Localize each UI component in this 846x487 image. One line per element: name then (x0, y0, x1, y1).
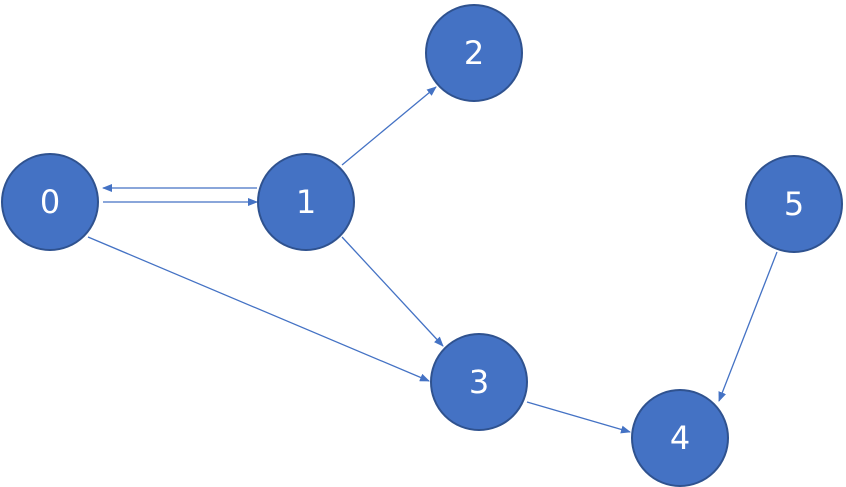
node-0: 0 (1, 153, 99, 251)
node-3: 3 (430, 333, 528, 431)
edge-3-4 (526, 401, 631, 434)
node-2: 2 (425, 4, 523, 102)
edge-1-3 (341, 236, 444, 347)
node-2-label: 2 (463, 34, 485, 72)
edge-1-2 (341, 86, 437, 166)
node-5-label: 5 (783, 185, 805, 223)
node-4: 4 (631, 389, 729, 487)
node-1-label: 1 (295, 183, 317, 221)
edge-0-3 (87, 236, 430, 382)
node-4-label: 4 (669, 419, 691, 457)
node-3-label: 3 (468, 363, 490, 401)
edge-5-4 (718, 251, 778, 402)
node-5: 5 (745, 155, 843, 253)
node-1: 1 (257, 153, 355, 251)
node-0-label: 0 (39, 183, 61, 221)
